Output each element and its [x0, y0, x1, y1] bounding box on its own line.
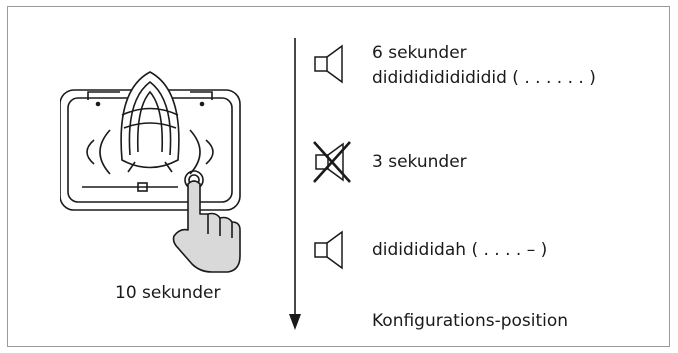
step-1-time: 6 sekunder: [372, 43, 467, 63]
result-label: Konfigurations-position: [372, 311, 569, 331]
speaker-muted-icon: [313, 141, 351, 183]
step-3-sound: dididididah ( . . . . – ): [372, 240, 548, 260]
timeline-arrow: [289, 38, 301, 330]
speaker-icon: [314, 44, 343, 84]
hand-icon: [172, 180, 241, 273]
device-lamp-dome: [120, 71, 180, 169]
step-2-time: 3 sekunder: [372, 152, 467, 172]
speaker-icon: [314, 230, 343, 270]
device-illustration: [60, 71, 241, 273]
step-1-sound: didididididididid ( . . . . . . ): [372, 68, 596, 88]
diagram-frame: [7, 6, 670, 347]
hold-time-caption: 10 sekunder: [115, 283, 221, 303]
